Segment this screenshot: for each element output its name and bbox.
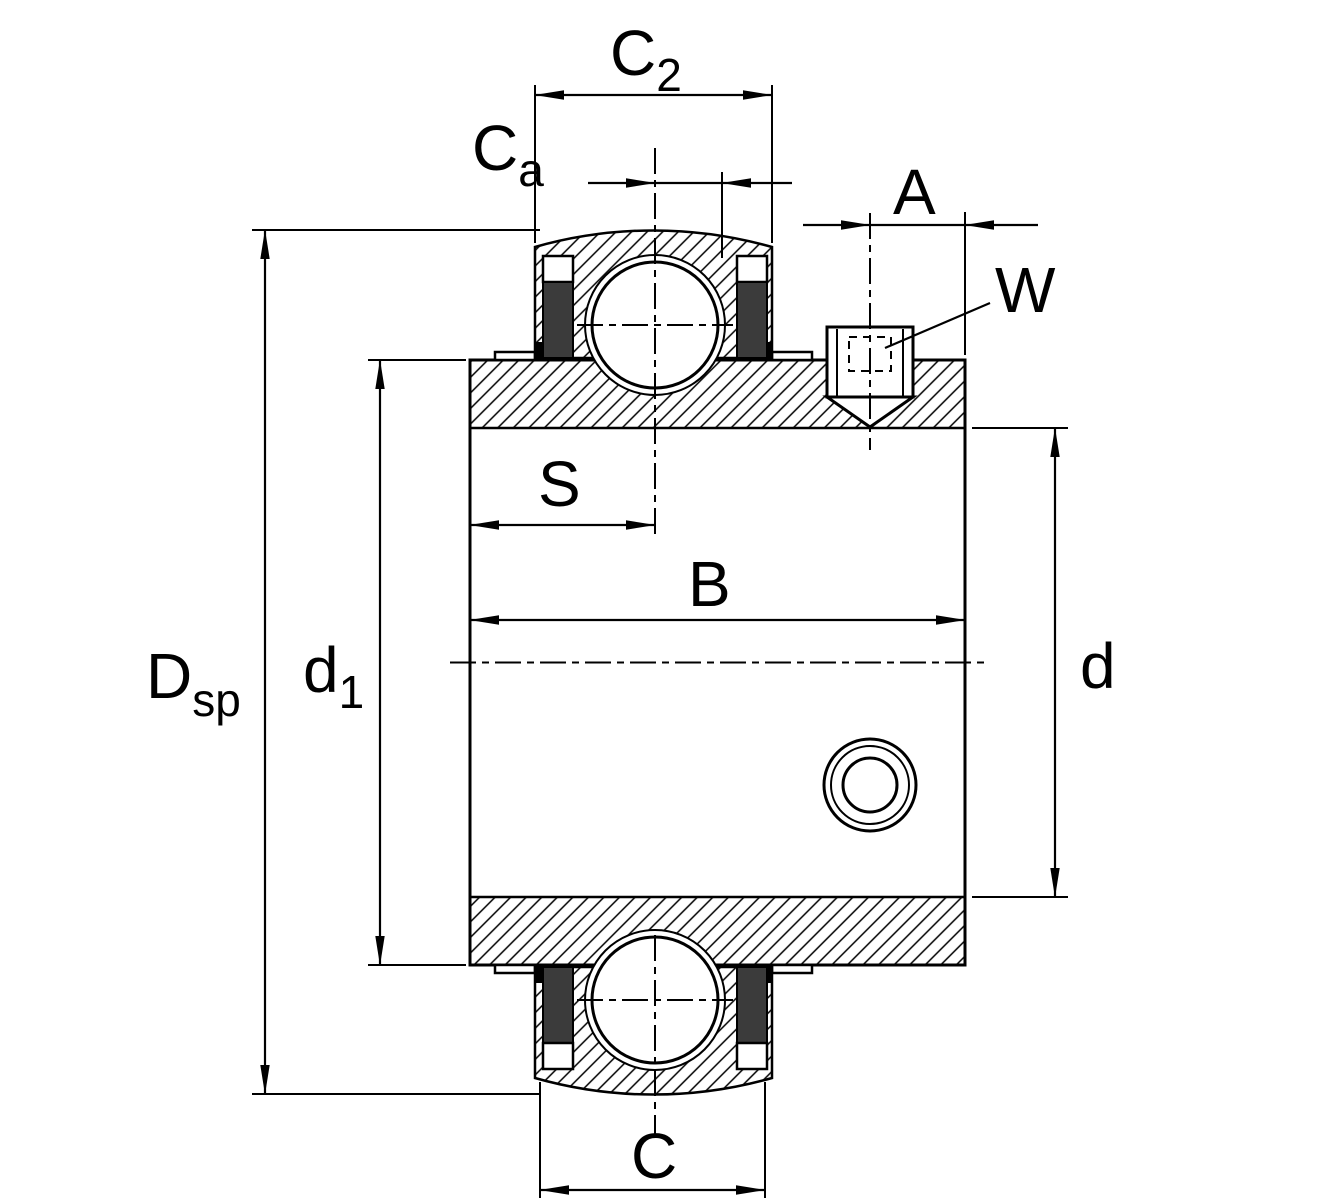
dim-label-s: S: [538, 448, 581, 520]
seal-ledges: [493, 350, 814, 975]
dim-label-c2: C2: [610, 17, 682, 101]
seal-top-right: [735, 254, 769, 359]
w-leader-line: [884, 301, 991, 350]
seal-top-left: [541, 254, 575, 359]
dimension-labels: C2 Ca A W S B Dsp d1 d C: [146, 17, 1116, 1192]
dim-label-c: C: [631, 1120, 677, 1192]
dim-label-a: A: [893, 156, 936, 228]
dimension-c: [539, 1082, 766, 1198]
dimension-dsp: [252, 229, 540, 1095]
dimension-ca: [588, 172, 792, 258]
dimension-c2: [534, 85, 773, 243]
dim-label-d: d: [1080, 630, 1116, 702]
dim-label-ca: Ca: [472, 112, 544, 196]
dim-label-b: B: [688, 548, 731, 620]
seal-bottom-left: [541, 966, 575, 1071]
centerlines: [450, 148, 990, 1135]
dimension-d1: [368, 359, 466, 966]
dimension-d: [972, 427, 1068, 898]
dim-label-d1: d1: [303, 634, 364, 718]
lubrication-hole: [822, 737, 918, 833]
dim-label-w: W: [995, 254, 1056, 326]
dimension-a: [803, 212, 1038, 355]
seal-bottom-right: [735, 966, 769, 1071]
dim-label-dsp: Dsp: [146, 640, 241, 726]
